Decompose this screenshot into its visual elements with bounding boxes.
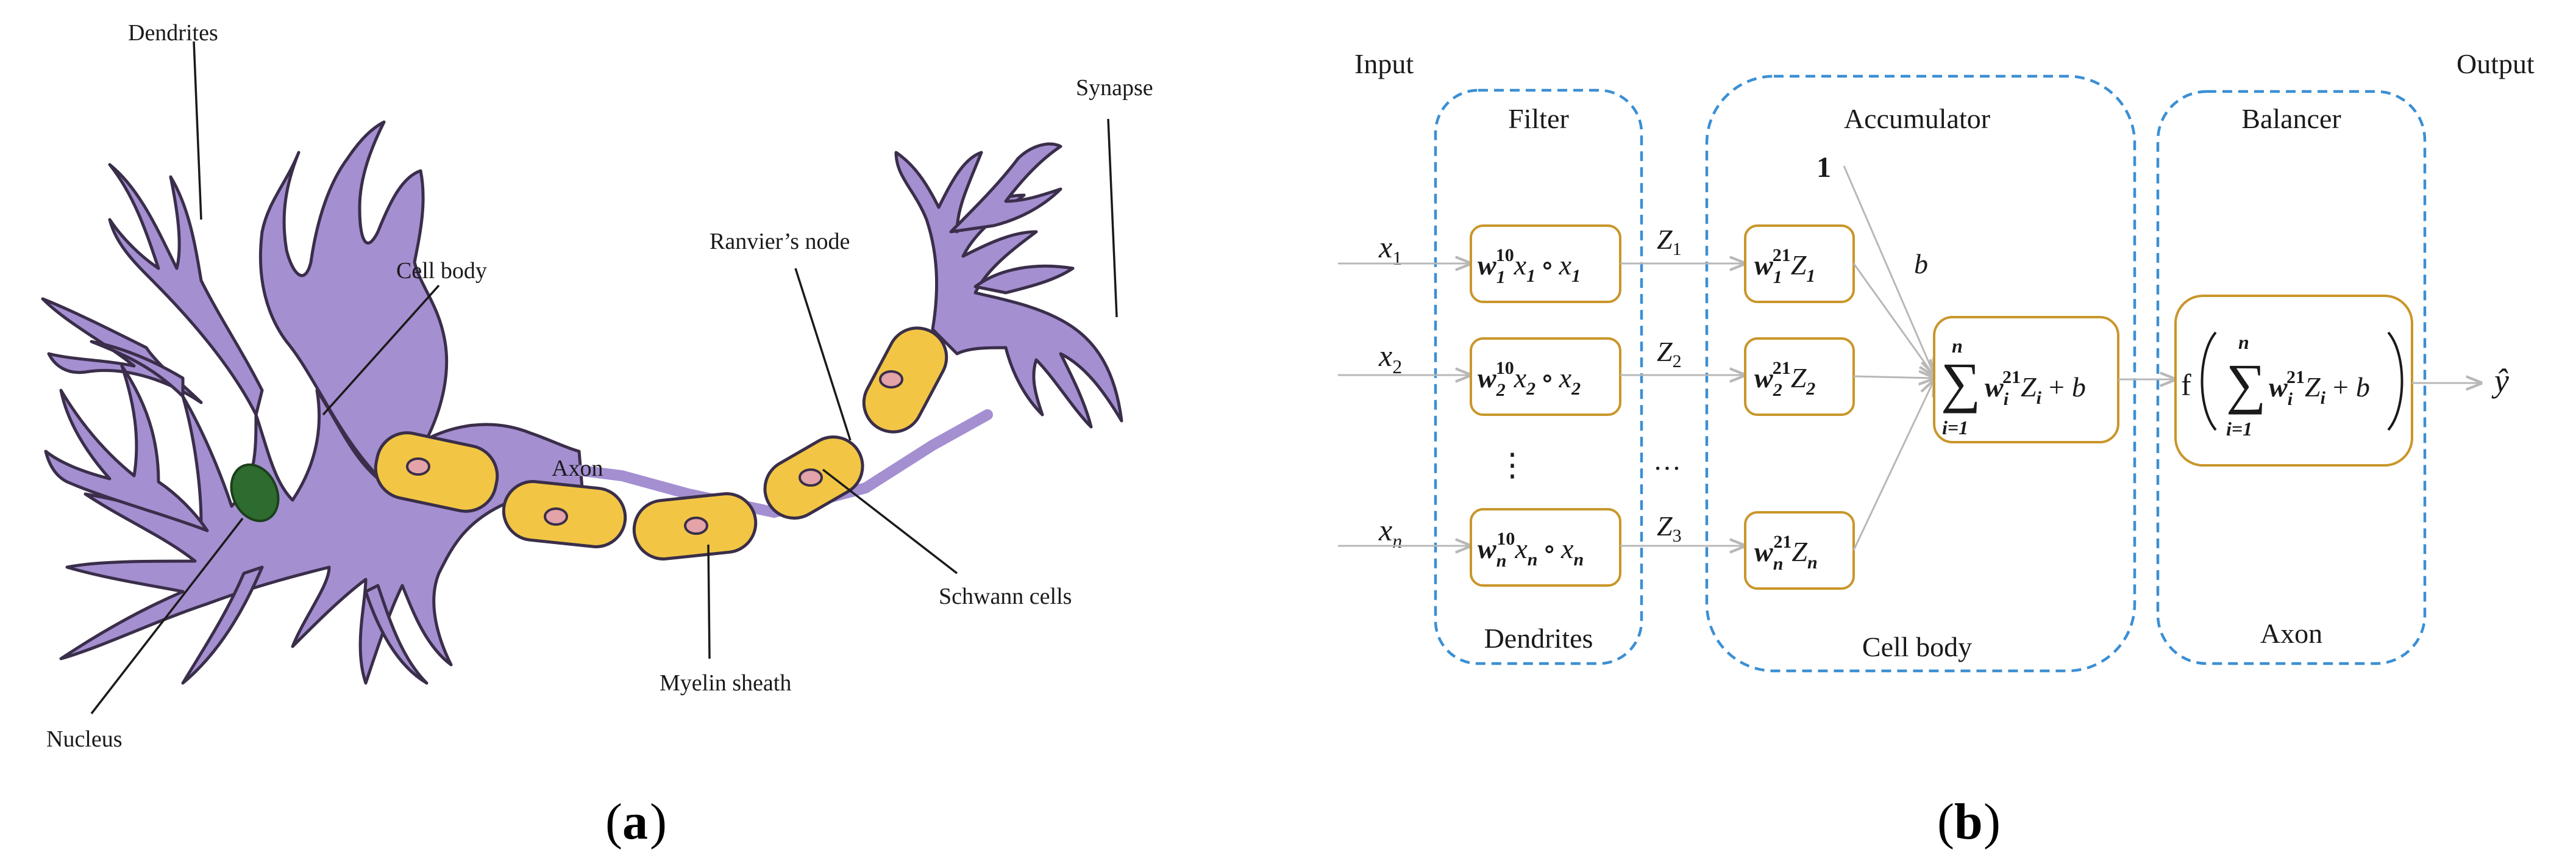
filter-node-2: w210x2∘x2 (1470, 337, 1621, 416)
accumulator-footer: Cell body (1862, 631, 1972, 662)
accumulator-group (1705, 74, 2137, 673)
neuron-illustration (41, 120, 1123, 685)
svg-text:n: n (1952, 335, 1963, 357)
balancer-title: Balancer (2241, 103, 2341, 134)
svg-text:f: f (2181, 368, 2191, 402)
balancer-node: f n ∑ i=1 wi21Zi+b (2174, 295, 2413, 467)
z3-label: Z3 (1657, 510, 1682, 546)
label-nucleus: Nucleus (46, 726, 123, 752)
label-myelin-sheath: Myelin sheath (660, 670, 791, 696)
filter-title: Filter (1508, 103, 1569, 134)
label-ranvier-node: Ranvier’s node (710, 229, 850, 254)
nucleus-shape (230, 463, 280, 523)
svg-text:i=1: i=1 (2226, 418, 2252, 440)
svg-text:w121Z1: w121Z1 (1754, 245, 1815, 287)
svg-text:x2: x2 (1378, 338, 1402, 378)
vdots-inputs: ⋮ (1496, 448, 1528, 483)
bias-b-label: b (1914, 248, 1928, 279)
svg-text:wn10xn∘xn: wn10xn∘xn (1478, 529, 1584, 571)
svg-text:n: n (2238, 331, 2249, 353)
label-cell-body: Cell body (396, 258, 487, 284)
label-axon: Axon (552, 456, 603, 481)
z-arrows (1620, 263, 1745, 546)
input-arrows (1338, 263, 1470, 546)
acc-node-2: w221Z2 (1744, 337, 1855, 416)
svg-text:(: ( (1937, 793, 1954, 850)
acc-node-n: wn21Zn (1744, 511, 1855, 590)
output-label: Output (2457, 48, 2535, 79)
svg-text:wi21Zi+b: wi21Zi+b (1985, 367, 2086, 409)
balancer-footer: Axon (2260, 618, 2322, 649)
svg-text:w210x2∘x2: w210x2∘x2 (1478, 358, 1581, 400)
filter-node-1: w110x1∘x1 (1470, 224, 1621, 303)
svg-text:∑: ∑ (2226, 353, 2266, 415)
svg-text:i=1: i=1 (1942, 417, 1968, 439)
label-synapse: Synapse (1076, 75, 1153, 101)
caption-b: ( b ) (1937, 793, 2001, 850)
svg-text:∑: ∑ (1941, 351, 1981, 414)
bias-one: 1 (1816, 151, 1831, 184)
svg-text:w110x1∘x1: w110x1∘x1 (1478, 245, 1581, 287)
accumulator-title: Accumulator (1844, 103, 1990, 134)
axon-terminals (894, 142, 1123, 429)
model-diagram: Input Output Filter Dendrites Accumulato… (1338, 48, 2535, 673)
filter-group (1434, 88, 1643, 665)
svg-text:w221Z2: w221Z2 (1754, 358, 1815, 400)
label-leaders (90, 41, 1118, 715)
acc-node-1: w121Z1 (1744, 224, 1855, 303)
svg-text:): ) (650, 793, 667, 850)
filter-node-n: wn10xn∘xn (1470, 508, 1621, 587)
label-dendrites: Dendrites (128, 20, 218, 46)
myelin-segments (374, 326, 948, 560)
filter-footer: Dendrites (1484, 623, 1593, 654)
schwann-nuclei (406, 370, 903, 535)
svg-text:wi21Zi+b: wi21Zi+b (2269, 367, 2370, 409)
sum-node: n ∑ i=1 wi21Zi+b (1933, 316, 2119, 443)
z1-label: Z1 (1657, 224, 1682, 259)
svg-text:): ) (1984, 793, 2001, 850)
axon-line (568, 409, 993, 518)
input-label: Input (1354, 48, 1414, 79)
input-x2: x2 (1378, 338, 1402, 378)
hdots-z: … (1653, 445, 1681, 476)
caption-a-letter: a (622, 793, 648, 850)
myelin-segment (374, 431, 499, 513)
balancer-group (2156, 90, 2427, 665)
caption-a: ( a ) (605, 793, 667, 850)
neuron-body (41, 120, 584, 685)
output-y-hat: ŷ (2491, 362, 2509, 399)
label-schwann-cells: Schwann cells (939, 584, 1072, 609)
caption-b-letter: b (1954, 793, 1983, 850)
z2-label: Z2 (1657, 336, 1682, 371)
svg-text:(: ( (605, 793, 622, 850)
myelin-segment (862, 326, 948, 434)
svg-text:wn21Zn: wn21Zn (1754, 532, 1818, 574)
sum-input-lines (1843, 165, 1934, 551)
